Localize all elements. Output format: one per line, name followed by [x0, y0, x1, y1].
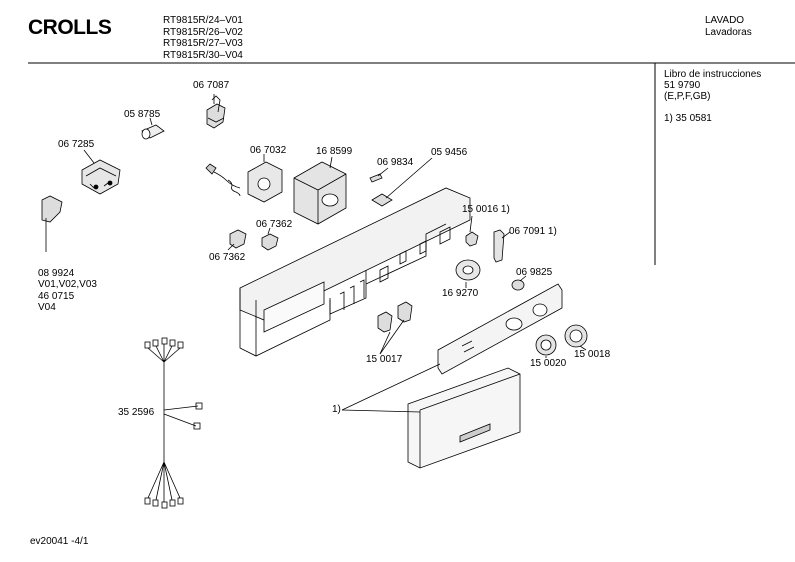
leader-168599: [329, 156, 333, 169]
label-150017: 15 0017: [366, 354, 403, 365]
model-2: RT9815R/26–V02: [163, 26, 243, 38]
part-detergent-drawer: [407, 367, 521, 469]
leader-150016: [469, 215, 473, 233]
manual-languages: (E,P,F,GB): [664, 91, 711, 102]
leader-067285: [83, 149, 95, 164]
category: LAVADO Lavadoras: [705, 15, 752, 38]
label-067091: 06 7091 1): [509, 226, 557, 237]
side-notes: Libro de instrucciones 51 9790 (E,P,F,GB…: [664, 69, 761, 124]
label-460715: 46 0715: [38, 291, 75, 302]
model-4: RT9815R/30–V04: [163, 49, 243, 61]
label-069834: 06 9834: [377, 157, 414, 168]
part-clip-067087: [206, 95, 226, 129]
category-primary: LAVADO: [705, 15, 745, 26]
footer-code: ev20041 -4/1: [30, 536, 89, 547]
model-3: RT9815R/27–V03: [163, 38, 243, 49]
model-list: RT9815R/24–V01 RT9815R/26–V02 RT9815R/27…: [163, 15, 243, 61]
label-150020: 15 0020: [530, 358, 567, 369]
leader-footnote-1: [341, 363, 441, 411]
leader-067091: [501, 231, 511, 239]
part-programmer-168599: [293, 161, 347, 225]
part-selector-169270: [455, 259, 481, 281]
part-switch-150017: [377, 301, 413, 333]
part-wiring-harness-352596: [144, 337, 203, 509]
label-067285: 06 7285: [58, 139, 95, 150]
label-variants-2: V04: [38, 302, 56, 313]
label-069825: 06 9825: [516, 267, 553, 278]
footnote: 1) 35 0581: [664, 113, 712, 124]
part-rod-067091: [493, 229, 505, 263]
label-089924: 08 9924: [38, 268, 75, 279]
category-secondary: Lavadoras: [705, 26, 752, 38]
manual-number: 51 9790: [664, 80, 701, 91]
model-1: RT9815R/24–V01: [163, 15, 243, 26]
part-switch-067362-a: [229, 229, 247, 249]
label-footnote-ref: 1): [332, 404, 341, 415]
leader-067362-b: [227, 243, 235, 251]
label-067362-a: 06 7362: [256, 219, 293, 230]
leader-footnote-2: [341, 409, 421, 413]
leader-058785: [149, 117, 153, 126]
leader-069825: [519, 275, 527, 282]
part-button-150016: [465, 231, 479, 247]
part-knob-150018: [564, 324, 588, 348]
leader-059456: [385, 157, 433, 199]
label-168599: 16 8599: [316, 146, 353, 157]
part-switch-067362-b: [261, 233, 279, 251]
part-knob-150020: [535, 334, 557, 356]
part-power-cord-089924: [41, 195, 63, 252]
leader-150018: [579, 345, 587, 351]
label-variants-1: V01,V02,V03: [38, 279, 97, 290]
part-front-facia: [437, 283, 563, 375]
label-058785: 05 8785: [124, 109, 161, 120]
leader-150017-b: [379, 319, 405, 355]
label-169270: 16 9270: [442, 288, 479, 299]
part-capacitor-058785: [141, 124, 165, 140]
leader-150017-a: [379, 331, 391, 355]
brand-logo: CROLLS: [28, 16, 112, 39]
label-150018: 15 0018: [574, 349, 611, 360]
leader-069834: [377, 167, 389, 177]
label-067362-b: 06 7362: [209, 252, 246, 263]
label-059456: 05 9456: [431, 147, 468, 158]
label-150016: 15 0016 1): [462, 204, 510, 215]
part-knob-069825: [511, 279, 525, 291]
part-filter-067285: [81, 159, 121, 195]
part-control-panel-frame: [239, 187, 471, 357]
label-352596: 35 2596: [118, 407, 155, 418]
part-thermostat-067032: [205, 161, 283, 203]
label-067032: 06 7032: [250, 145, 287, 156]
part-lamp-069834: [369, 173, 383, 183]
label-067087: 06 7087: [193, 80, 230, 91]
leader-067362-a: [267, 227, 271, 235]
manual-title: Libro de instrucciones: [664, 69, 762, 80]
